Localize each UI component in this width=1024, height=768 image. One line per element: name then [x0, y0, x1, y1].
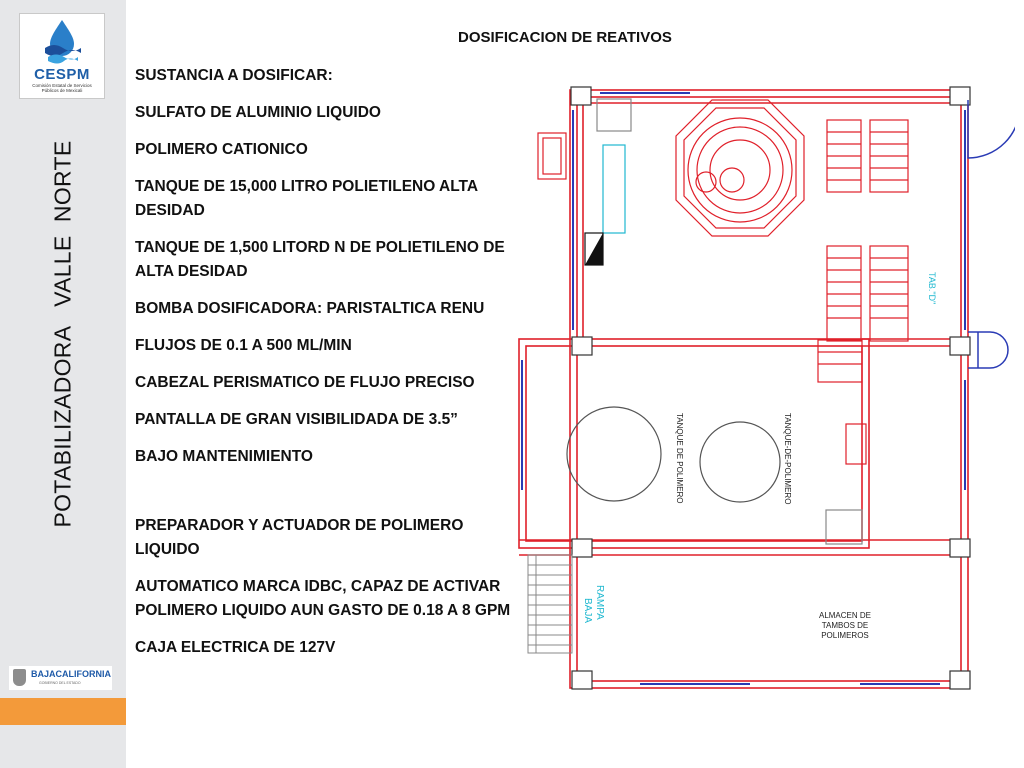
- spec-item: PREPARADOR Y ACTUADOR DE POLIMERO LIQUID…: [135, 517, 464, 558]
- octagon-tank: [675, 99, 805, 237]
- label-storage-1: ALMACEN DE: [819, 611, 871, 620]
- floor-plan: TANQUE DE POLIMERO TANQUE-DE-POLIMERO TA…: [518, 86, 1015, 690]
- logo-subtitle-line2: Públicos de Mexicali: [41, 88, 83, 93]
- bc-logo-name: BAJACALIFORNIA: [31, 669, 111, 679]
- baja-california-logo: BAJACALIFORNIA GOBIERNO DEL ESTADO: [9, 666, 112, 690]
- stairs-middle: [817, 245, 909, 383]
- state-shield-icon: [13, 669, 26, 686]
- label-storage-3: POLIMEROS: [821, 631, 869, 640]
- label-storage-2: TAMBOS DE: [822, 621, 869, 630]
- bc-logo-subtitle: GOBIERNO DEL ESTADO: [39, 681, 81, 685]
- spec-item: CABEZAL PERISMATICO DE FLUJO PRECISO: [135, 374, 475, 391]
- spec-item: AUTOMATICO MARCA IDBC, CAPAZ DE ACTIVAR …: [135, 578, 511, 619]
- accent-bar: [0, 698, 126, 725]
- polymer-tanks: [566, 406, 781, 503]
- spec-list: SUSTANCIA A DOSIFICAR: SULFATO DE ALUMIN…: [135, 64, 513, 673]
- cespm-logo: CESPM Comisión Estatal de Servicios Públ…: [19, 13, 105, 99]
- spec-item: FLUJOS DE 0.1 A 500 ML/MIN: [135, 337, 352, 354]
- label-tank-2: TANQUE-DE-POLIMERO: [783, 413, 792, 504]
- spec-item: POLIMERO CATIONICO: [135, 141, 308, 158]
- spec-item: TANQUE DE 1,500 LITORD N DE POLIETILENO …: [135, 239, 505, 280]
- logo-subtitle-line1: Comisión Estatal de Servicios: [32, 83, 92, 88]
- spec-item: PANTALLA DE GRAN VISIBILIDADA DE 3.5”: [135, 411, 458, 428]
- spec-item: SUSTANCIA A DOSIFICAR:: [135, 67, 333, 84]
- columns: [570, 86, 971, 690]
- spec-item: BOMBA DOSIFICADORA: PARISTALTICA RENU: [135, 300, 485, 317]
- equipment-top-left: [537, 98, 632, 266]
- logo-subtitle: Comisión Estatal de Servicios Públicos d…: [22, 83, 102, 93]
- windows: [521, 92, 966, 685]
- vertical-title: POTABILIZADORA VALLE NORTE: [49, 140, 76, 528]
- outer-walls: [569, 89, 969, 689]
- label-ramp-1: RAMPA: [594, 585, 605, 620]
- spec-item: BAJO MANTENIMIENTO: [135, 448, 313, 465]
- door-top-right: [967, 100, 1015, 159]
- stairs-top: [826, 119, 909, 193]
- ramp-steps: [527, 554, 573, 654]
- spec-item: TANQUE DE 15,000 LITRO POLIETILENO ALTA …: [135, 178, 478, 219]
- label-tank-1: TANQUE DE POLIMERO: [675, 413, 684, 504]
- label-ramp-2: BAJA: [582, 598, 593, 623]
- equipment-lower: [825, 423, 867, 545]
- water-drop-icon: [45, 20, 81, 64]
- spec-item: SULFATO DE ALUMINIO LIQUIDO: [135, 104, 381, 121]
- door-right: [968, 331, 1009, 369]
- label-tab: TAB."D": [927, 272, 937, 304]
- sidebar: CESPM Comisión Estatal de Servicios Públ…: [0, 0, 126, 768]
- spec-item: CAJA ELECTRICA DE 127V: [135, 639, 336, 656]
- slide-title: DOSIFICACION DE REATIVOS: [458, 29, 672, 46]
- inner-walls: [518, 338, 961, 556]
- logo-name: CESPM: [34, 66, 90, 83]
